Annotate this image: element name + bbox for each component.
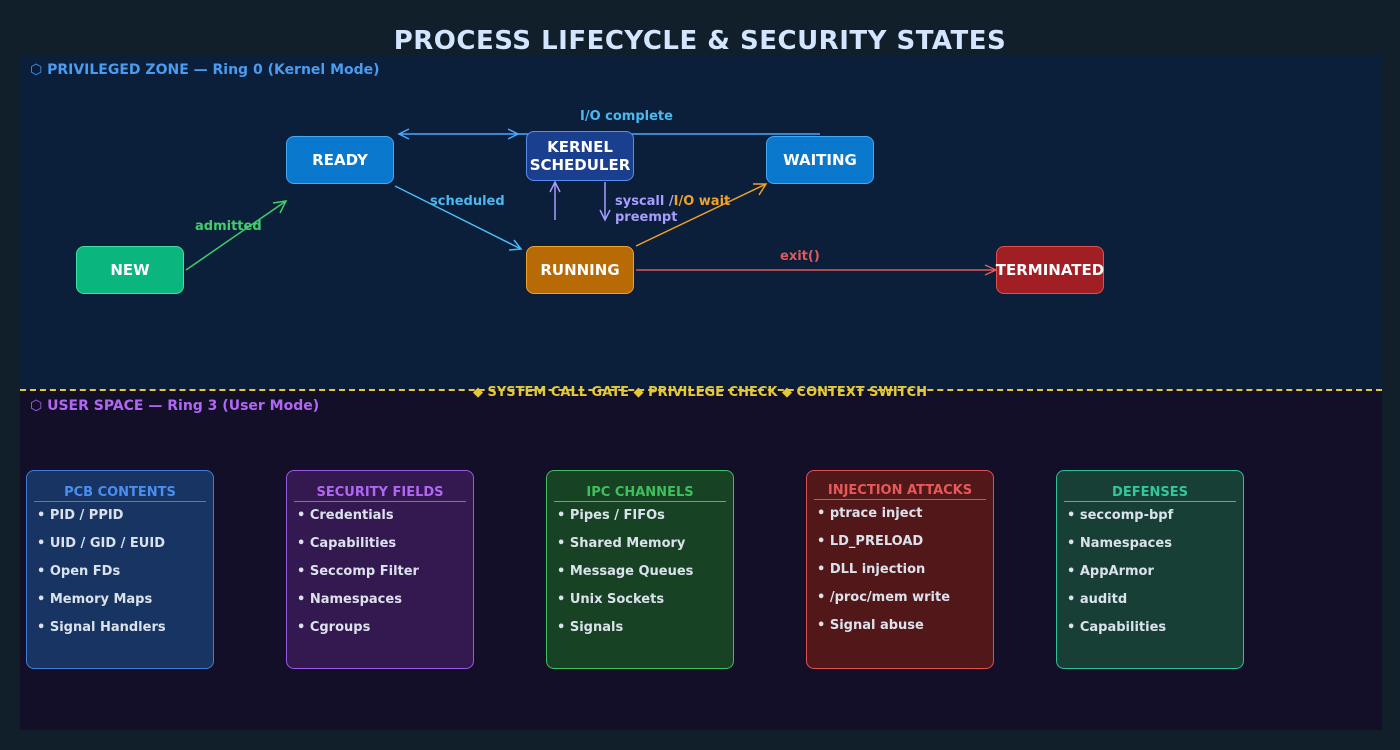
list-item: • Namespaces (1067, 536, 1172, 551)
list-item: • seccomp-bpf (1067, 508, 1174, 523)
privileged-zone (20, 56, 1382, 390)
list-item: • AppArmor (1067, 564, 1154, 579)
list-item: • /proc/mem write (817, 590, 951, 605)
panel-defenses: DEFENSES • seccomp-bpf • Namespaces • Ap… (1056, 470, 1244, 669)
edge-scheduled (394, 185, 522, 250)
arrowhead-syscall (599, 209, 611, 222)
privileged-zone-label: ⬡ PRIVILEGED ZONE — Ring 0 (Kernel Mode) (30, 62, 380, 78)
list-item: • Signal Handlers (37, 620, 166, 635)
diagram-title: PROCESS LIFECYCLE & SECURITY STATES (393, 26, 1007, 56)
system-call-gate-label: ◆ SYSTEM CALL GATE ◆ PRIVILEGE CHECK ◆ C… (472, 385, 928, 400)
arrowhead-io-complete-scheduler (507, 128, 520, 140)
state-new: NEW (76, 246, 184, 294)
edge-label-syscall-io-wait: syscall /I/O wait (615, 194, 730, 209)
panel-ipc-channels: IPC CHANNELS • Pipes / FIFOs • Shared Me… (546, 470, 734, 669)
list-item: • Credentials (297, 508, 394, 523)
edge-admitted (185, 200, 287, 271)
list-item: • PID / PPID (37, 508, 124, 523)
edge-label-admitted: admitted (195, 219, 262, 234)
list-item: • Open FDs (37, 564, 121, 579)
list-item: • UID / GID / EUID (37, 536, 165, 551)
panel-title: SECURITY FIELDS (294, 485, 466, 502)
list-item: • Unix Sockets (557, 592, 665, 607)
list-item: • Shared Memory (557, 536, 686, 551)
list-item: • Signal abuse (817, 618, 924, 633)
edge-label-syscall: syscall / (615, 194, 674, 209)
list-item: • auditd (1067, 592, 1128, 607)
state-new-label: NEW (110, 261, 150, 279)
panel-injection-attacks: INJECTION ATTACKS • ptrace inject • LD_P… (806, 470, 994, 669)
arrowhead-io-complete-ready (397, 128, 410, 140)
list-item: • Cgroups (297, 620, 371, 635)
list-item: • LD_PRELOAD (817, 534, 924, 549)
panel-title: PCB CONTENTS (34, 485, 206, 502)
panel-pcb-contents: PCB CONTENTS • PID / PPID • UID / GID / … (26, 470, 214, 669)
list-item: • Pipes / FIFOs (557, 508, 665, 523)
state-running: RUNNING (526, 246, 634, 294)
list-item: • Memory Maps (37, 592, 153, 607)
list-item: • Capabilities (1067, 620, 1167, 635)
arrowhead-io-wait (753, 183, 768, 196)
arrowhead-admitted (272, 200, 288, 214)
panel-title: DEFENSES (1064, 485, 1236, 502)
list-item: • ptrace inject (817, 506, 923, 521)
state-scheduler-label-line2: SCHEDULER (529, 156, 631, 174)
edge-label-preempt: preempt (615, 210, 678, 225)
list-item: • Capabilities (297, 536, 397, 551)
edge-label-io-wait: I/O wait (673, 194, 731, 209)
state-running-label: RUNNING (540, 261, 620, 279)
panel-security-fields: SECURITY FIELDS • Credentials • Capabili… (286, 470, 474, 669)
panel-title: INJECTION ATTACKS (814, 483, 986, 500)
state-waiting-label: WAITING (783, 151, 857, 169)
panel-title: IPC CHANNELS (554, 485, 726, 502)
arrowhead-to-scheduler (549, 180, 561, 193)
state-scheduler-label-line1: KERNEL (547, 138, 613, 156)
edge-label-scheduled: scheduled (430, 194, 505, 209)
list-item: • Signals (557, 620, 624, 635)
user-space-zone-label: ⬡ USER SPACE — Ring 3 (User Mode) (30, 398, 320, 414)
state-terminated-label: TERMINATED (995, 261, 1105, 279)
state-waiting: WAITING (766, 136, 874, 184)
edge-io-wait (635, 183, 767, 247)
state-terminated: TERMINATED (996, 246, 1104, 294)
state-ready: READY (286, 136, 394, 184)
list-item: • Seccomp Filter (297, 564, 419, 579)
state-ready-label: READY (312, 151, 368, 169)
edge-label-exit: exit() (780, 249, 820, 264)
list-item: • Message Queues (557, 564, 694, 579)
system-call-gate-line (20, 389, 1382, 391)
edge-label-io-complete: I/O complete (580, 109, 673, 124)
arrowhead-scheduled (508, 239, 523, 251)
list-item: • Namespaces (297, 592, 402, 607)
list-item: • DLL injection (817, 562, 926, 577)
